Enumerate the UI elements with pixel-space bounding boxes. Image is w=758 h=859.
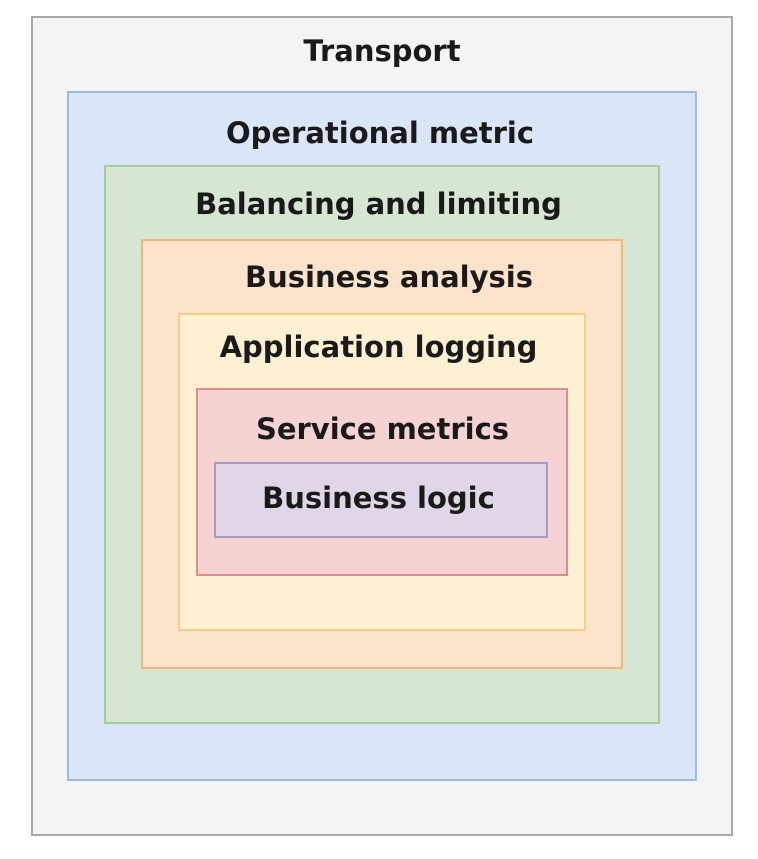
layer-label-balancing-and-limiting: Balancing and limiting — [195, 187, 562, 221]
layer-business-logic: Business logic — [214, 462, 548, 538]
layer-label-operational-metric: Operational metric — [225, 116, 535, 150]
layer-label-business-logic: Business logic — [262, 481, 495, 515]
layer-label-application-logging: Application logging — [219, 330, 538, 364]
layer-label-service-metrics: Service metrics — [255, 412, 510, 446]
layer-label-business-analysis: Business analysis — [245, 260, 533, 294]
layer-label-transport: Transport — [303, 34, 461, 68]
